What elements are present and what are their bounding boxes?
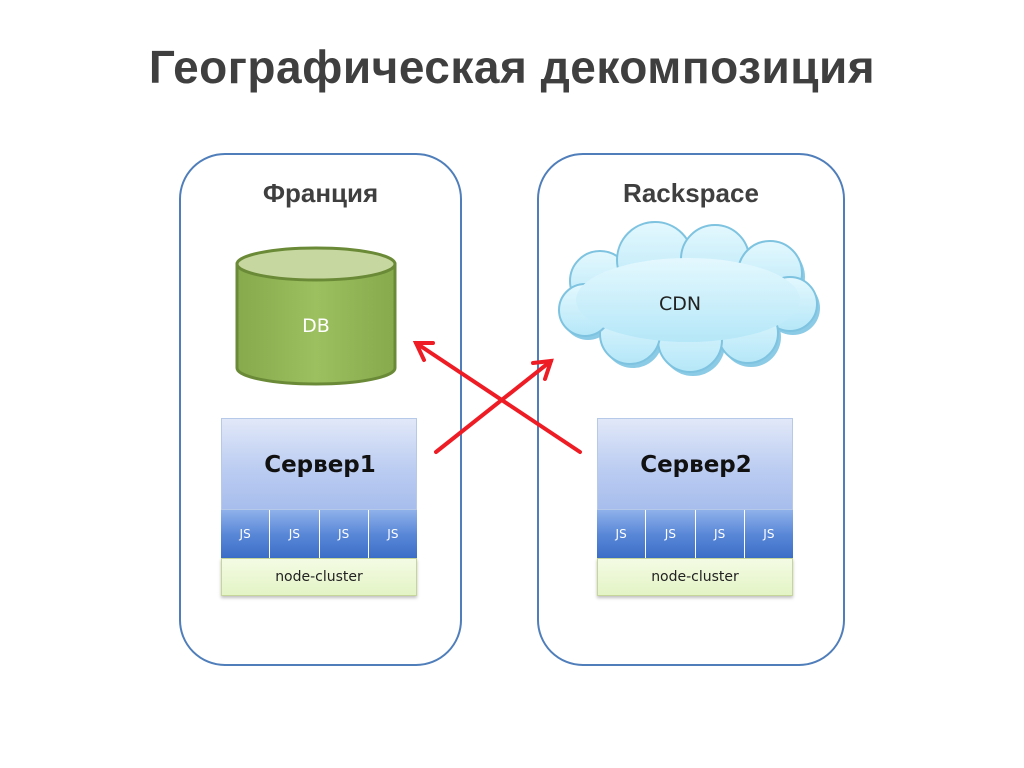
cdn-label: CDN bbox=[658, 293, 702, 315]
server-1: Сервер1 JS JS JS JS node-cluster bbox=[221, 418, 417, 598]
js-worker: JS bbox=[694, 510, 744, 558]
cdn-cloud bbox=[558, 221, 820, 376]
server-2-node-cluster: node-cluster bbox=[597, 558, 793, 596]
db-label: DB bbox=[302, 315, 330, 337]
region-rackspace-title: Rackspace bbox=[623, 178, 759, 208]
region-france-title: Франция bbox=[262, 178, 379, 208]
server-2-header: Сервер2 bbox=[597, 418, 793, 510]
js-worker: JS bbox=[318, 510, 368, 558]
server-2-workers: JS JS JS JS bbox=[597, 510, 793, 558]
js-worker: JS bbox=[269, 510, 319, 558]
db-cylinder bbox=[235, 246, 397, 386]
js-worker: JS bbox=[743, 510, 793, 558]
server-2: Сервер2 JS JS JS JS node-cluster bbox=[597, 418, 793, 598]
slide-title: Географическая декомпозиция bbox=[148, 41, 876, 93]
server-1-header: Сервер1 bbox=[221, 418, 417, 510]
js-worker: JS bbox=[367, 510, 417, 558]
server-1-node-cluster: node-cluster bbox=[221, 558, 417, 596]
js-worker: JS bbox=[645, 510, 695, 558]
server-1-workers: JS JS JS JS bbox=[221, 510, 417, 558]
arrow-server1-to-cdn bbox=[434, 358, 554, 454]
server-1-name: Сервер1 bbox=[264, 452, 376, 478]
js-worker: JS bbox=[221, 510, 270, 558]
js-worker: JS bbox=[597, 510, 646, 558]
server-2-name: Сервер2 bbox=[640, 452, 752, 478]
arrow-server2-to-db bbox=[412, 341, 582, 454]
